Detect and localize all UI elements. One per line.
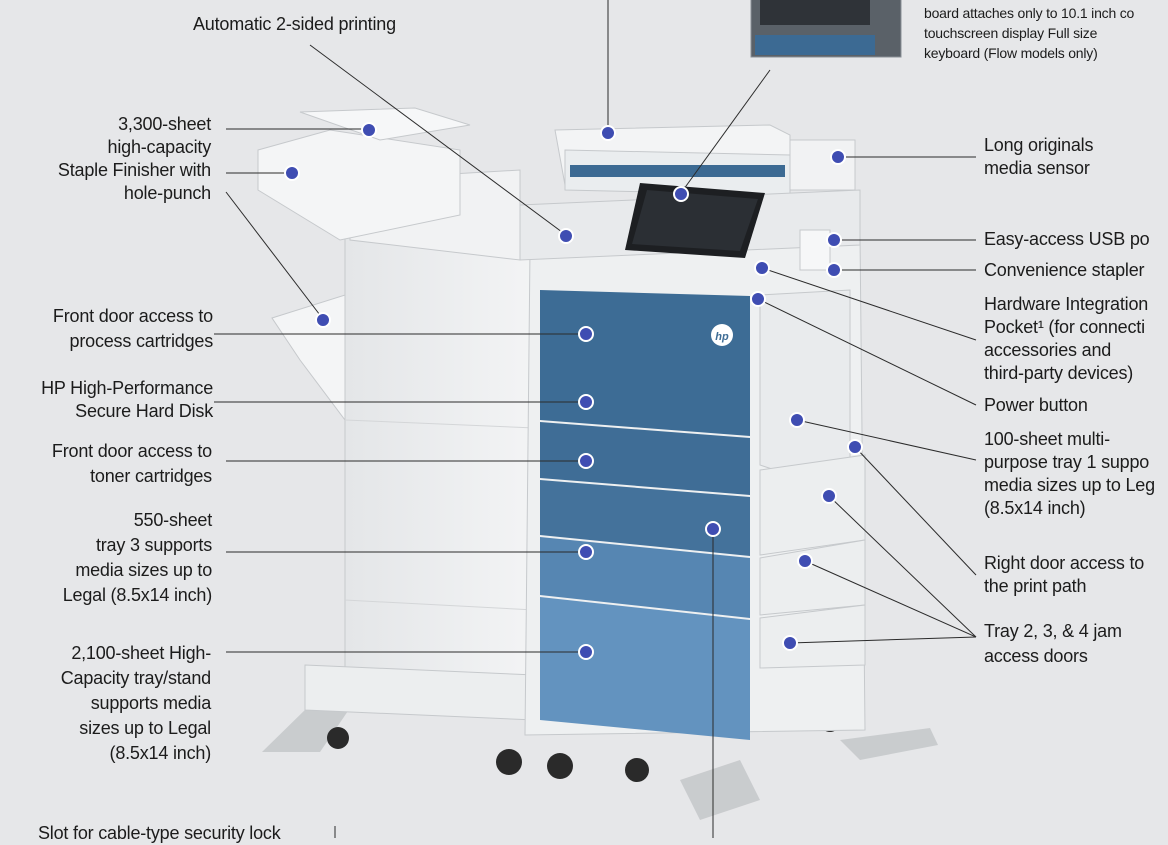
marker-toner-door (578, 453, 594, 469)
right-side-panels (759, 289, 866, 669)
front-doors: hp (540, 290, 750, 740)
marker-usb (826, 232, 842, 248)
label-hip: Hardware Integration Pocket¹ (for connec… (984, 294, 1149, 383)
marker-jam-door-4 (782, 635, 798, 651)
marker-front-lower (705, 521, 721, 537)
label-hard-disk: HP High-Performance Secure Hard Disk (41, 378, 213, 421)
callout-markers (284, 122, 863, 660)
label-duplex: Automatic 2-sided printing (193, 14, 396, 34)
label-keyboard: board attaches only to 10.1 inch co touc… (924, 5, 1135, 61)
marker-stapler (826, 262, 842, 278)
label-process-door: Front door access to process cartridges (52, 306, 213, 351)
hp-logo-icon (711, 324, 733, 346)
label-right-door: Right door access to the print path (984, 553, 1145, 596)
marker-jam-door-3 (797, 553, 813, 569)
marker-touchscreen (673, 186, 689, 202)
label-tray3: 550-sheet tray 3 supports media sizes up… (62, 510, 212, 605)
marker-long-originals (830, 149, 846, 165)
marker-jam-door-2 (821, 488, 837, 504)
marker-hard-disk (578, 394, 594, 410)
marker-finisher (284, 165, 300, 181)
label-long-originals: Long originals media sensor (984, 135, 1094, 178)
label-toner-door: Front door access to toner cartridges (51, 441, 212, 486)
finisher-unit (257, 107, 536, 721)
label-jam-doors: Tray 2, 3, & 4 jam access doors (984, 621, 1122, 666)
marker-power (750, 291, 766, 307)
marker-process-door (578, 326, 594, 342)
marker-right-door (847, 439, 863, 455)
marker-tray3 (578, 544, 594, 560)
keyboard-inset (750, 0, 902, 58)
label-usb: Easy-access USB po (984, 229, 1150, 249)
marker-tray1 (789, 412, 805, 428)
label-power: Power button (984, 395, 1088, 415)
marker-finisher-top (361, 122, 377, 138)
marker-scanner (600, 125, 616, 141)
marker-hip (754, 260, 770, 276)
label-finisher: 3,300-sheet high-capacity Staple Finishe… (57, 114, 211, 203)
label-security-slot: Slot for cable-type security lock (38, 823, 281, 843)
label-stapler: Convenience stapler (984, 260, 1145, 280)
hp-logo-text: hp (715, 331, 729, 343)
marker-output-bin (315, 312, 331, 328)
leader-lines (214, 0, 977, 838)
label-hci: 2,100-sheet High- Capacity tray/stand su… (60, 643, 211, 763)
marker-hci (578, 644, 594, 660)
label-tray1: 100-sheet multi- purpose tray 1 suppo me… (984, 429, 1155, 518)
marker-duplex (558, 228, 574, 244)
